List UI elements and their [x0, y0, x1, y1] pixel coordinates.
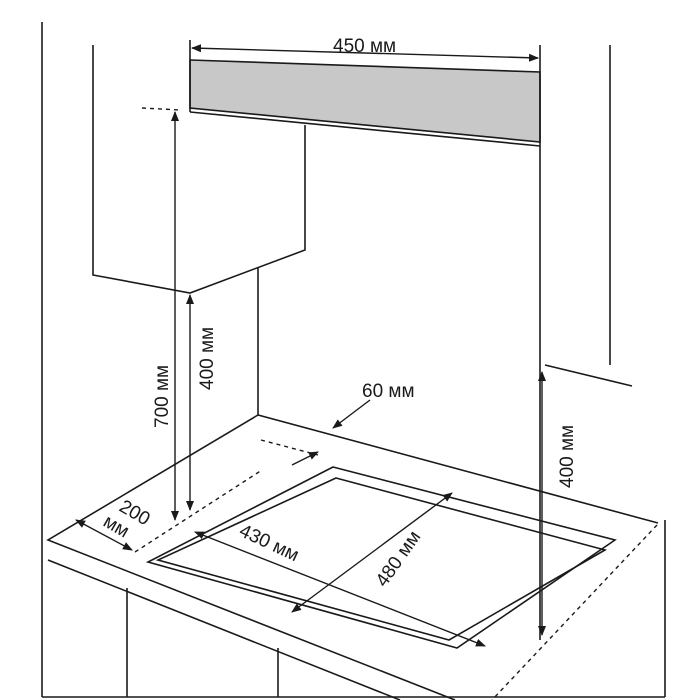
side-400-label: 400 мм	[557, 425, 578, 488]
cutout-width-arrow	[194, 531, 486, 647]
back-gap-arrow-bottom	[291, 451, 319, 466]
dimension-arrows	[75, 44, 546, 647]
hob	[145, 466, 617, 649]
right-wall-cabinet	[544, 45, 633, 387]
cutout-depth-arrow	[291, 492, 453, 613]
back-gap-arrow-top	[332, 399, 371, 429]
left-wall-cabinet	[92, 45, 306, 294]
height-400-label: 400 мм	[197, 327, 218, 390]
cutout-depth-label: 480 мм	[372, 527, 425, 591]
hood-width-label: 450 мм	[333, 36, 396, 57]
hood-width-arrow	[191, 44, 539, 62]
cutout-width-label: 430 мм	[236, 520, 302, 566]
side-gap-arrow	[75, 519, 133, 551]
guide-lines	[134, 107, 319, 553]
back-gap-label: 60 мм	[362, 381, 415, 402]
room-outline	[41, 22, 666, 698]
height-700-label: 700 мм	[152, 365, 173, 428]
